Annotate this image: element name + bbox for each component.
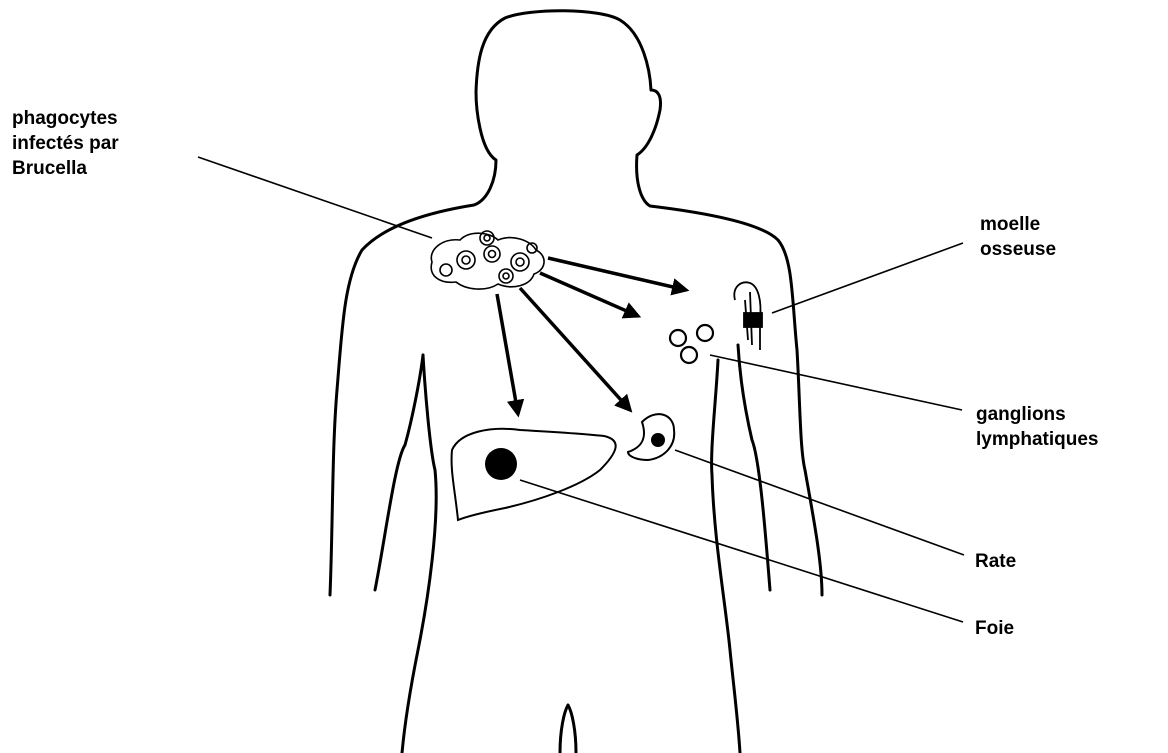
- leader-foie: [520, 480, 963, 622]
- bone-marrow: [734, 282, 762, 350]
- leader-ganglions: [710, 355, 962, 410]
- leader-lines: [198, 157, 964, 622]
- label-phagocytes-line-3: Brucella: [12, 156, 119, 181]
- arrow-to-lymph-nodes: [540, 273, 638, 316]
- liver: [452, 429, 616, 520]
- spleen: [628, 414, 674, 460]
- label-rate-text: Rate: [975, 549, 1016, 574]
- label-foie-text: Foie: [975, 616, 1014, 641]
- leader-moelle: [772, 243, 963, 313]
- label-ganglions-line-2: lymphatiques: [976, 427, 1098, 452]
- label-ganglions-lymphatiques: ganglions lymphatiques: [976, 402, 1098, 452]
- label-moelle-line-1: moelle: [980, 212, 1056, 237]
- lymph-nodes: [670, 325, 713, 363]
- leader-phagocytes: [198, 157, 432, 238]
- label-foie: Foie: [975, 616, 1014, 641]
- label-ganglions-line-1: ganglions: [976, 402, 1098, 427]
- dissemination-arrows: [497, 258, 686, 414]
- phagocyte-cluster: [431, 231, 544, 289]
- label-rate: Rate: [975, 549, 1016, 574]
- label-phagocytes-line-2: infectés par: [12, 131, 119, 156]
- label-moelle-osseuse: moelle osseuse: [980, 212, 1056, 262]
- body-outline: [330, 11, 822, 753]
- label-phagocytes-line-1: phagocytes: [12, 106, 119, 131]
- label-moelle-line-2: osseuse: [980, 237, 1056, 262]
- leader-rate: [675, 450, 964, 555]
- label-phagocytes: phagocytes infectés par Brucella: [12, 106, 119, 181]
- arrow-to-liver: [497, 294, 518, 414]
